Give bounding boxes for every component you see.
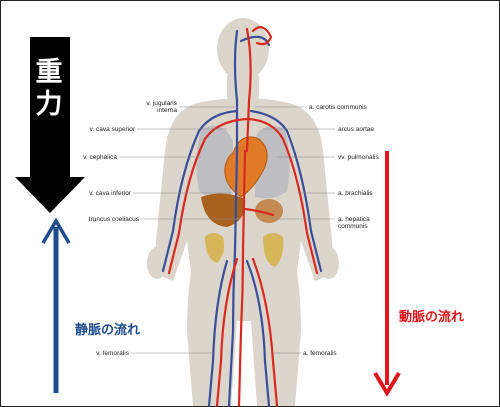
gravity-char-1: 重 [35,57,63,88]
gravity-char-2: 力 [35,89,63,120]
arteries [167,26,319,406]
veins [161,29,323,406]
label-v-jugularis-line1: v. jugularis [146,100,177,107]
label-v-femoralis: v. femoralis [96,350,129,357]
venous-flow-arrow [41,217,71,393]
arterial-flow-label: 動脈の流れ [399,310,465,325]
leader-lines [119,106,335,354]
arterial-flow-arrow [373,151,401,397]
label-a-hepatica-line2: communis [338,223,368,230]
label-a-carotis: a. carotis communis [309,104,367,111]
label-v-jugularis: v. jugularis interna [146,100,177,114]
gravity-arrow [15,37,85,213]
label-v-cava-inferior: v. cava inferior [89,190,131,197]
label-a-brachialis: a. brachialis [338,190,373,197]
label-a-femoralis: a. femoralis [303,350,337,357]
label-v-jugularis-line2: interna [157,107,177,114]
abdominal-organs [201,193,284,267]
label-a-hepatica-line1: a. hepatica [338,216,370,223]
gravity-label: 重 力 [29,57,69,121]
label-v-cava-superior: v. cava superior [89,126,135,133]
label-vv-pulmonalis: vv. pulmonalis [338,154,379,161]
venous-flow-label: 静脈の流れ [75,323,141,338]
label-truncus-coeliacus: truncus coeliacus [88,216,139,223]
label-arcus-aortae: arcus aortae [338,126,375,133]
label-v-cephalica: v. cephalica [83,154,117,161]
label-a-hepatica: a. hepatica communis [338,216,370,230]
lungs [196,125,290,199]
